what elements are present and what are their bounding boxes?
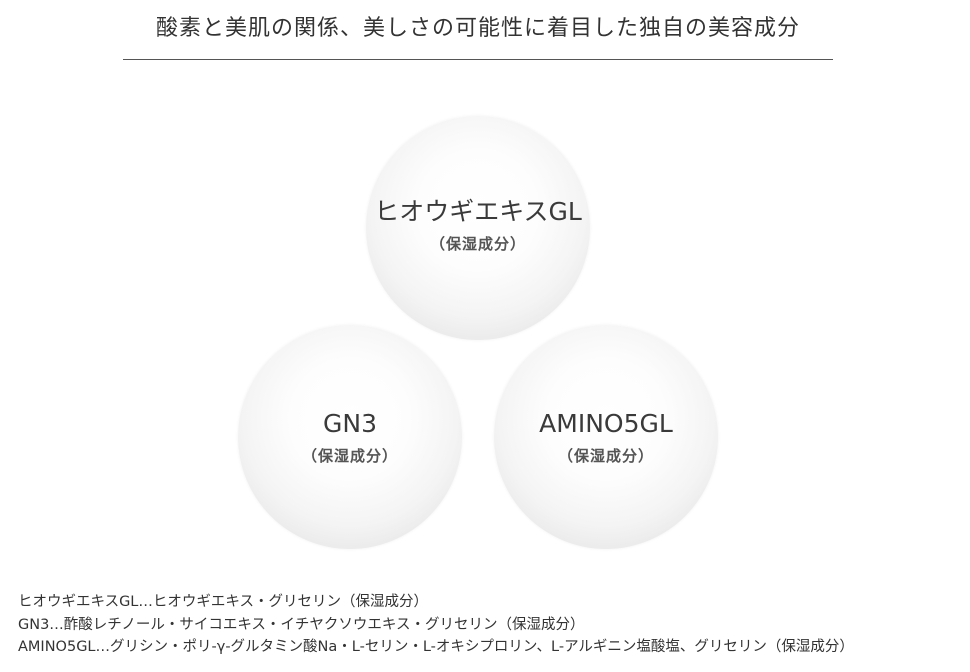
ingredient-bubble-amino5gl: AMINO5GL （保湿成分） [494,325,718,549]
bubble-ingredient-type: （保湿成分） [301,447,398,465]
heading-underline [123,59,833,60]
ingredient-footnote: ヒオウギエキスGL…ヒオウギエキス・グリセリン（保湿成分） [18,594,428,610]
bubble-ingredient-name: GN3 [323,409,377,438]
bubble-ingredient-name: ヒオウギエキスGL [374,197,582,226]
ingredient-footnote: AMINO5GL…グリシン・ポリ-γ-グルタミン酸Na・L-セリン・L-オキシプ… [18,639,854,655]
ingredient-bubble-hiougi: ヒオウギエキスGL （保湿成分） [366,116,590,340]
ingredient-footnote: GN3…酢酸レチノール・サイコエキス・イチヤクソウエキス・グリセリン（保湿成分） [18,616,585,633]
bubble-ingredient-type: （保湿成分） [557,447,654,465]
bubble-ingredient-name: AMINO5GL [539,409,673,438]
bubble-ingredient-type: （保湿成分） [429,235,526,253]
ingredient-bubble-gn3: GN3 （保湿成分） [238,325,462,549]
ingredient-footnotes: ヒオウギエキスGL…ヒオウギエキス・グリセリン（保湿成分） GN3…酢酸レチノー… [18,591,963,659]
section-heading: 酸素と美肌の関係、美しさの可能性に着目した独自の美容成分 [155,16,800,41]
